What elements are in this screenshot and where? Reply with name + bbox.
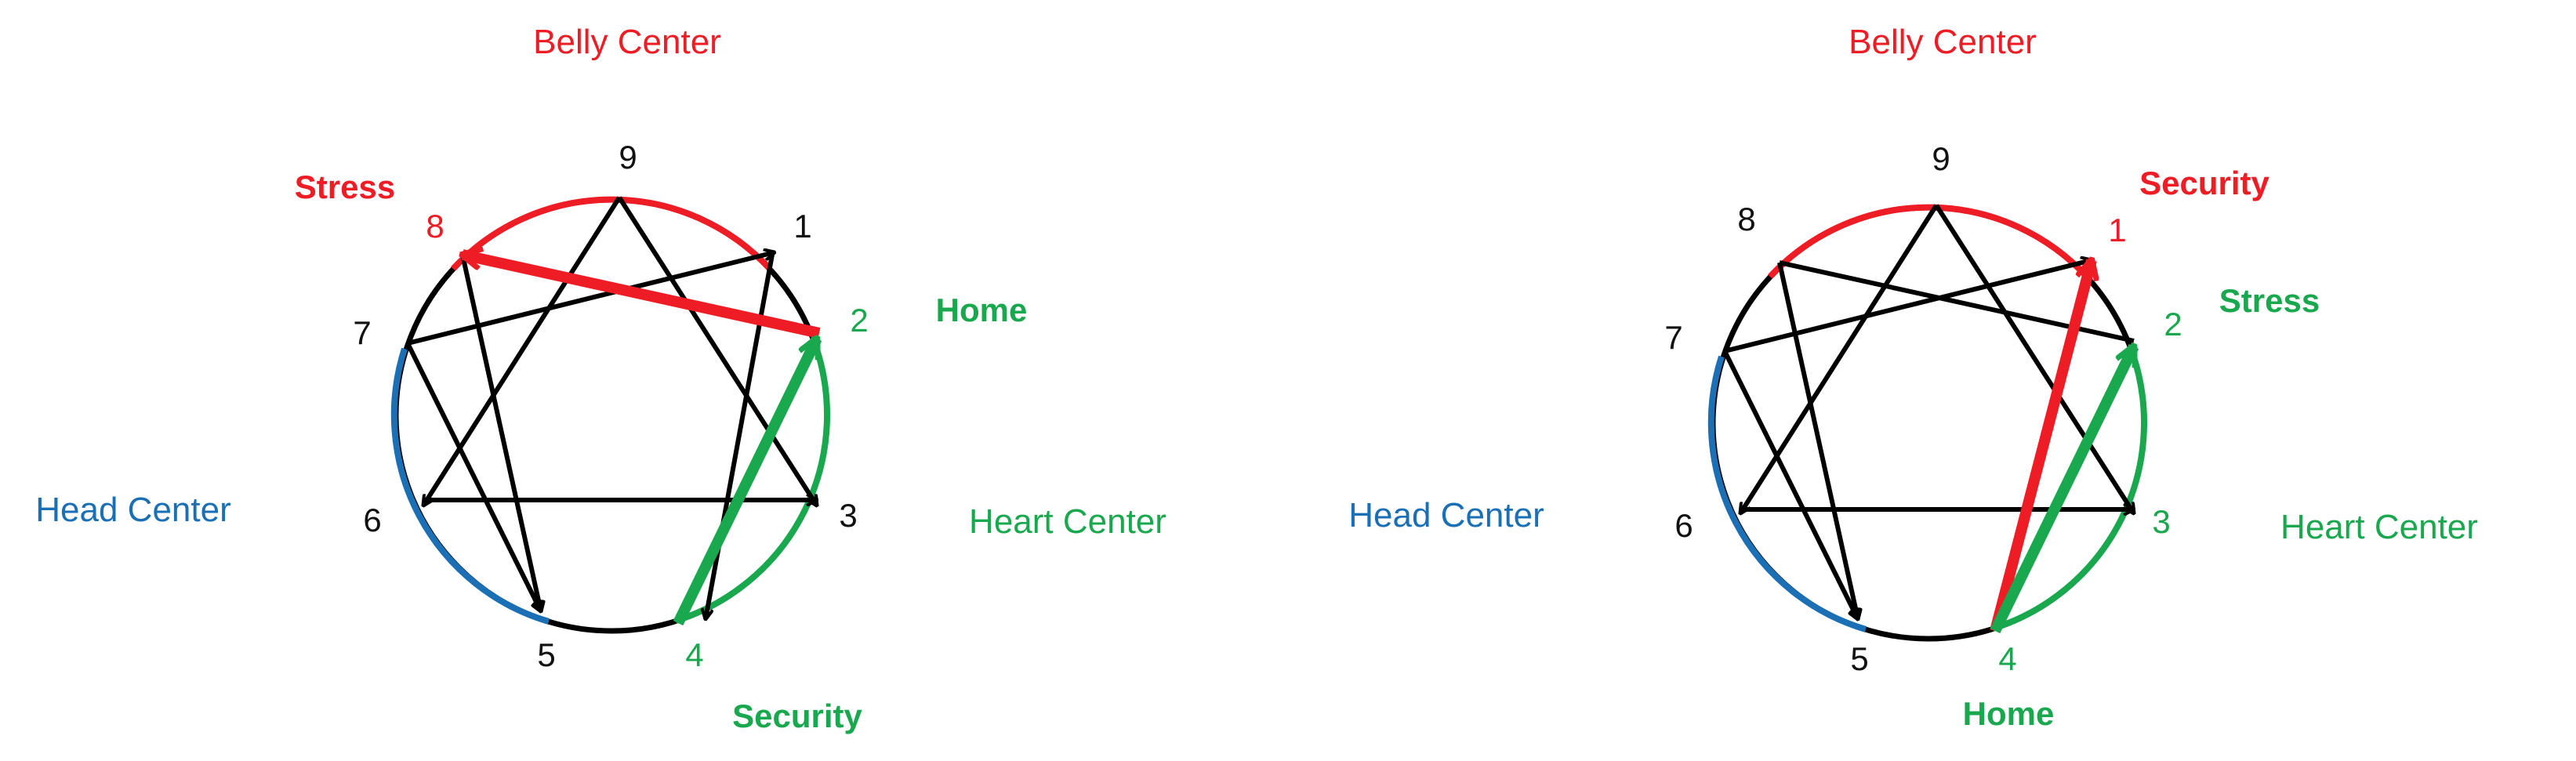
point-number-4: 4: [1998, 640, 2016, 677]
line-7-5: [1722, 350, 1860, 619]
line-9-3: [1934, 204, 2134, 513]
line-7-1: [407, 252, 775, 346]
head-center-arc: [390, 347, 550, 625]
line-9-6: [1740, 204, 1939, 513]
point-number-3: 3: [839, 497, 857, 534]
stress-arrow-4-to-2: [1990, 346, 2139, 634]
point-number-8: 8: [1737, 201, 1755, 237]
stress-label: Stress: [2219, 282, 2320, 319]
home-label: Home: [1963, 695, 2055, 732]
point-number-5: 5: [537, 636, 555, 673]
belly-center-arc: [451, 196, 772, 271]
heart-center-arc: [1991, 349, 2148, 632]
point-numbers: 9 1 2 3 4 5 6 7 8: [353, 139, 868, 673]
head-center-label: Head Center: [35, 491, 230, 529]
line-8-5: [460, 254, 541, 611]
enneagram-diagram-left: Belly Center Heart Center Head Center 9 …: [35, 23, 1166, 734]
enneagram-lines: [1722, 204, 2134, 619]
point-number-8: 8: [426, 208, 444, 245]
stress-arrow-2-to-8: [463, 255, 821, 339]
line-8-5: [1777, 262, 1858, 619]
point-number-9: 9: [1932, 140, 1950, 177]
point-number-2: 2: [2164, 306, 2182, 342]
enneagram-diagram-right: Belly Center Heart Center Head Center 9 …: [1348, 23, 2478, 732]
point-number-6: 6: [363, 502, 381, 538]
point-number-5: 5: [1850, 640, 1868, 677]
heart-center-label: Heart Center: [2280, 508, 2478, 546]
line-9-3: [617, 196, 817, 506]
point-number-1: 1: [793, 208, 811, 245]
belly-center-label: Belly Center: [1849, 23, 2037, 61]
point-number-4: 4: [685, 636, 703, 673]
security-arrow-4-to-2: [673, 339, 822, 626]
security-arrow-4-to-1: [1990, 260, 2092, 632]
point-number-3: 3: [2152, 503, 2170, 540]
point-number-7: 7: [1664, 319, 1682, 356]
point-number-6: 6: [1674, 507, 1693, 544]
head-center-label: Head Center: [1348, 496, 1544, 535]
line-7-5: [405, 342, 543, 611]
point-number-1: 1: [2108, 212, 2126, 248]
belly-center-label: Belly Center: [533, 23, 721, 61]
security-label: Security: [732, 698, 862, 734]
security-label: Security: [2139, 165, 2269, 201]
home-label: Home: [936, 292, 1028, 328]
point-number-7: 7: [353, 314, 371, 351]
line-7-1: [1724, 260, 2092, 353]
heart-center-label: Heart Center: [969, 502, 1166, 541]
point-number-9: 9: [619, 139, 637, 176]
stress-label: Stress: [295, 169, 395, 205]
heart-center-arc: [674, 341, 831, 624]
line-9-6: [423, 196, 622, 506]
head-center-arc: [1707, 355, 1867, 632]
point-number-2: 2: [850, 302, 868, 339]
belly-center-arc: [1768, 204, 2089, 279]
enneagram-lines: [405, 196, 817, 619]
point-numbers: 9 1 2 3 4 5 6 7 8: [1664, 140, 2182, 677]
